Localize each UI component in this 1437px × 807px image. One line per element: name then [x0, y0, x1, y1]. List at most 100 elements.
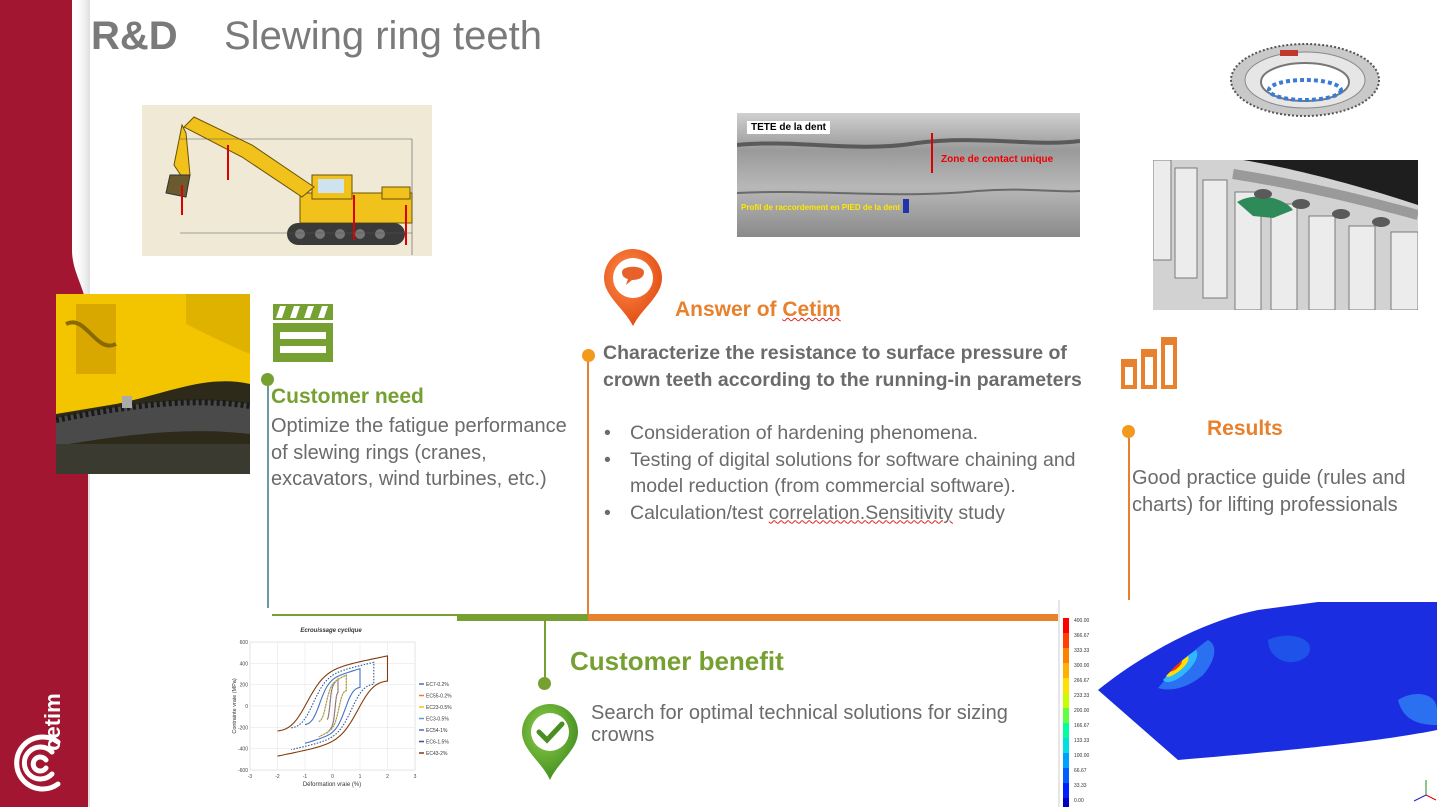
need-timeline-line	[267, 380, 269, 608]
fem-colour-legend: 400.00 366.67 333.33 300.00 266.67 233.33 200.…	[1063, 618, 1090, 807]
answer-bullet-part: study	[953, 501, 1006, 524]
fem-legend-label: 400.00	[1074, 618, 1090, 624]
fem-legend-label: 366.67	[1074, 633, 1090, 639]
chart-series-line	[326, 677, 339, 734]
chart-y-tick: -400	[238, 747, 248, 753]
answer-heading-prefix: Answer of	[675, 298, 783, 321]
answer-heading: Answer of Cetim	[675, 298, 841, 322]
benefit-timeline-dot	[538, 677, 551, 690]
customer-need-text: Optimize the fatigue performance of slew…	[271, 415, 567, 490]
answer-bullet-list: Consideration of hardening phenomena. Te…	[603, 420, 1123, 526]
chart-legend-label: EC54-1%	[426, 728, 448, 734]
answer-bullet: Calculation/test correlation.Sensitivity…	[603, 500, 1123, 527]
answer-lead-text: Characterize the resistance to surface p…	[603, 342, 1082, 391]
results-heading: Results	[1207, 417, 1283, 440]
chart-y-axis-label: Contrainte vraie (MPa)	[232, 678, 238, 733]
chart-series-line	[291, 661, 375, 751]
hysteresis-chart: Ecrouissage cyclique -3 -2 -1 0 1 2 3 600 400 200…	[232, 628, 452, 788]
chart-x-tick: -2	[275, 774, 280, 780]
fem-legend-swatch	[1063, 708, 1069, 723]
chart-legend-label: EC55-0.2%	[426, 694, 452, 700]
chart-ticks: -3 -2 -1 0 1 2 3 600 400 200 0 -200 -400 -600	[238, 640, 417, 780]
chart-title: Ecrouissage cyclique	[300, 628, 362, 634]
fem-legend-label: 233.33	[1074, 693, 1090, 699]
chart-legend-label: EC6-1.5%	[426, 740, 449, 746]
need-timeline-dot	[261, 373, 274, 386]
clapperboard-icon	[273, 304, 333, 362]
fem-legend-label: 33.33	[1074, 783, 1087, 789]
check-pin-icon	[522, 704, 578, 780]
chart-series-line	[304, 667, 361, 744]
tooth-head-label: TETE de la dent	[747, 121, 831, 134]
timeline-green-segment	[457, 614, 588, 621]
cetim-logo-wordmark: cetim	[40, 693, 65, 750]
fem-legend-swatch	[1063, 738, 1069, 753]
fem-legend-label: 166.67	[1074, 723, 1090, 729]
fem-legend-label: 133.33	[1074, 738, 1090, 744]
chart-legend: EC7-0.2% EC55-0.2% EC23-0.5% EC3-0.5% EC54-1…	[419, 682, 452, 757]
chart-legend-label: EC3-0.5%	[426, 717, 449, 723]
excavator-diagram-image	[142, 105, 432, 256]
fem-legend-label: 333.33	[1074, 648, 1090, 654]
results-text: Good practice guide (rules and charts) f…	[1132, 467, 1406, 516]
results-timeline-line	[1128, 434, 1130, 602]
page-title: Slewing ring teeth	[224, 14, 542, 58]
chart-legend-label: EC23-0.5%	[426, 705, 452, 711]
chart-x-tick: 0	[331, 774, 334, 780]
chart-legend-label: EC7-0.2%	[426, 682, 449, 688]
tooth-surface-photo: TETE de la dent Zone de contact unique P…	[737, 113, 1080, 237]
tooth-root-label: Profil de raccordement en PIED de la den…	[741, 203, 901, 212]
customer-benefit-heading: Customer benefit	[570, 646, 784, 676]
answer-bullet-part: correlation.Sensitivity	[768, 501, 953, 524]
chart-x-tick: -1	[303, 774, 308, 780]
fem-legend-swatch	[1063, 648, 1069, 663]
chart-legend-label: EC43-2%	[426, 751, 448, 757]
fem-stress-result: 400.00 366.67 333.33 300.00 266.67 233.33 200.…	[1058, 600, 1437, 807]
fem-legend-swatch	[1063, 753, 1069, 768]
fem-legend-label: 266.67	[1074, 678, 1090, 684]
chart-y-tick: -600	[238, 768, 248, 774]
contact-zone-label: Zone de contact unique	[941, 154, 1054, 165]
timeline-orange-segment	[588, 614, 1058, 621]
chart-x-axis-label: Déformation vraie (%)	[303, 782, 361, 788]
chart-x-tick: 1	[359, 774, 362, 780]
timeline-green-thin	[272, 614, 458, 616]
chart-y-tick: 0	[245, 704, 248, 710]
fem-legend-label: 66.67	[1074, 768, 1087, 774]
fem-legend-swatch	[1063, 678, 1069, 693]
fem-legend-label: 300.00	[1074, 663, 1090, 669]
customer-benefit-text: Search for optimal technical solutions f…	[591, 702, 1008, 746]
answer-bullet: Consideration of hardening phenomena.	[603, 420, 1123, 447]
benefit-timeline-line	[544, 620, 546, 682]
answer-bullet-part: Calculation/test	[630, 501, 769, 524]
chart-series-line	[318, 674, 347, 738]
chart-y-tick: 400	[240, 661, 249, 667]
fem-legend-swatch	[1063, 618, 1069, 633]
chart-loops	[277, 655, 389, 757]
bar-chart-icon	[1121, 337, 1177, 389]
answer-heading-brand: Cetim	[782, 298, 841, 321]
chart-y-tick: 600	[240, 640, 249, 646]
fem-legend-label: 0.00	[1074, 798, 1084, 804]
brand-sidebar	[0, 0, 90, 807]
chart-x-tick: 3	[414, 774, 417, 780]
fem-legend-swatch	[1063, 663, 1069, 678]
fem-legend-swatch	[1063, 633, 1069, 648]
crane-slewing-photo	[56, 294, 250, 474]
chart-x-tick: -3	[248, 774, 253, 780]
fem-legend-swatch	[1063, 798, 1069, 807]
fem-legend-swatch	[1063, 723, 1069, 738]
results-timeline-dot	[1122, 425, 1135, 438]
chart-series-line	[277, 655, 389, 757]
chart-x-tick: 2	[386, 774, 389, 780]
answer-bullet: Testing of digital solutions for softwar…	[603, 447, 1123, 500]
answer-timeline-dot	[582, 349, 595, 362]
fem-legend-label: 200.00	[1074, 708, 1090, 714]
fem-legend-swatch	[1063, 783, 1069, 798]
fem-legend-label: 100.00	[1074, 753, 1090, 759]
gear-teeth-photo	[1153, 160, 1418, 310]
chart-y-tick: -200	[238, 725, 248, 731]
chart-y-tick: 200	[240, 683, 249, 689]
fem-legend-swatch	[1063, 693, 1069, 708]
customer-need-heading: Customer need	[271, 385, 424, 408]
